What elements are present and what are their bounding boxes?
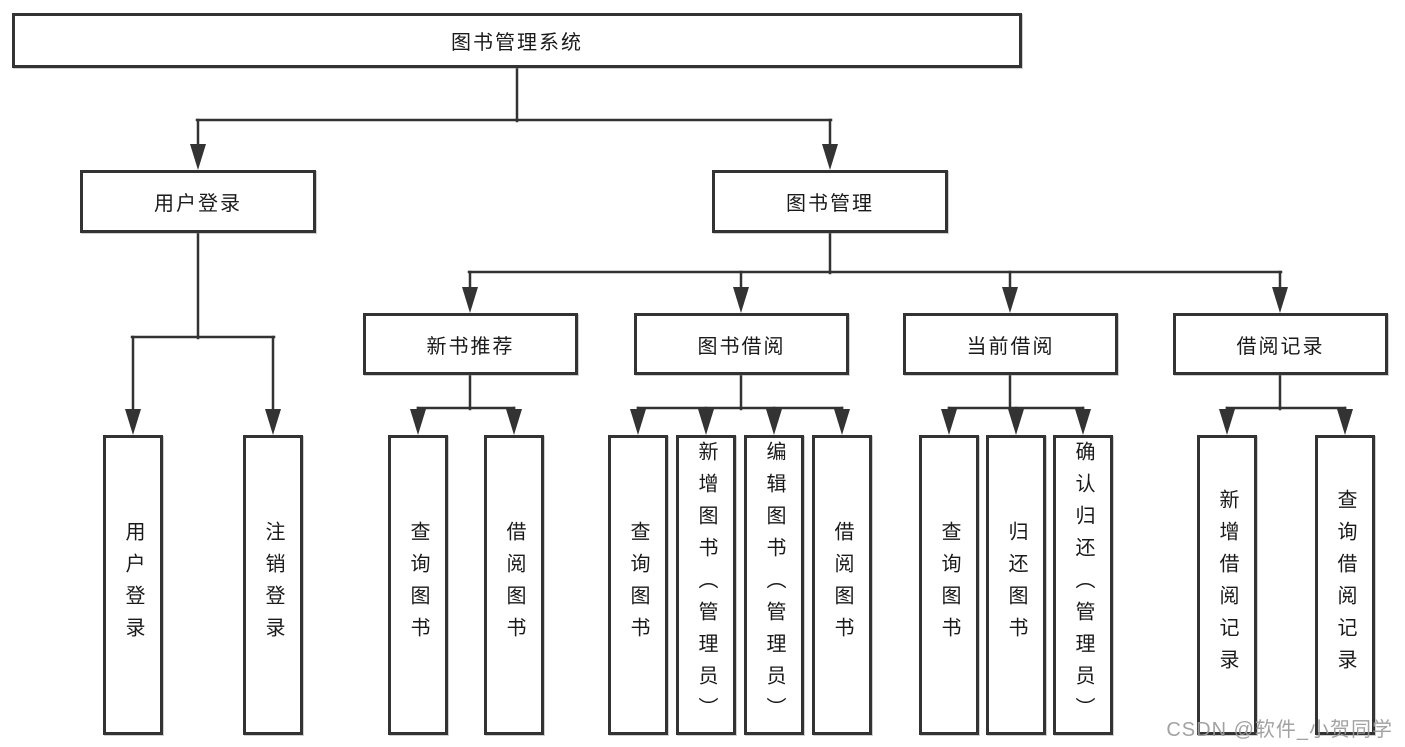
node-current-borrowing: 当前借阅 (903, 313, 1118, 375)
csdn-watermark: CSDN @软件_小贺同学 (1166, 719, 1393, 741)
node-new-book-recommendation: 新书推荐 (363, 313, 578, 375)
leaf-borrow-books-recommend: 借阅图书 (484, 435, 544, 735)
leaf-label: 借阅图书 (831, 521, 853, 649)
leaf-label: 借阅图书 (503, 521, 525, 649)
leaf-confirm-return-admin: 确认归还（管理员） (1053, 435, 1113, 735)
leaf-label: 查询图书 (938, 521, 960, 649)
leaf-borrow-books: 借阅图书 (812, 435, 872, 735)
leaf-label: 确认归还（管理员） (1072, 441, 1094, 729)
leaf-user-login: 用户登录 (103, 435, 163, 735)
leaf-logout-login: 注销登录 (243, 435, 303, 735)
leaf-query-books-borrow: 查询图书 (608, 435, 668, 735)
node-user-login-module: 用户登录 (80, 170, 316, 233)
leaf-edit-books-admin: 编辑图书（管理员） (744, 435, 804, 735)
leaf-label: 注销登录 (262, 521, 284, 649)
leaf-label: 归还图书 (1005, 521, 1027, 649)
leaf-add-books-admin: 新增图书（管理员） (676, 435, 736, 735)
node-borrowing-records: 借阅记录 (1173, 313, 1388, 375)
leaf-add-borrow-record: 新增借阅记录 (1197, 435, 1257, 735)
leaf-label: 查询图书 (627, 521, 649, 649)
leaf-query-books-recommend: 查询图书 (388, 435, 448, 735)
arrowheads (125, 144, 1353, 435)
leaf-label: 查询借阅记录 (1334, 489, 1356, 681)
leaf-label: 查询图书 (407, 521, 429, 649)
leaf-label: 编辑图书（管理员） (763, 441, 785, 729)
node-book-management-module: 图书管理 (712, 170, 948, 233)
leaf-label: 用户登录 (122, 521, 144, 649)
leaf-query-borrow-record: 查询借阅记录 (1315, 435, 1375, 735)
leaf-label: 新增借阅记录 (1216, 489, 1238, 681)
leaf-return-books: 归还图书 (986, 435, 1046, 735)
node-book-borrowing: 图书借阅 (634, 313, 849, 375)
leaf-label: 新增图书（管理员） (695, 441, 717, 729)
leaf-query-books-current: 查询图书 (919, 435, 979, 735)
node-library-management-system: 图书管理系统 (12, 13, 1022, 68)
